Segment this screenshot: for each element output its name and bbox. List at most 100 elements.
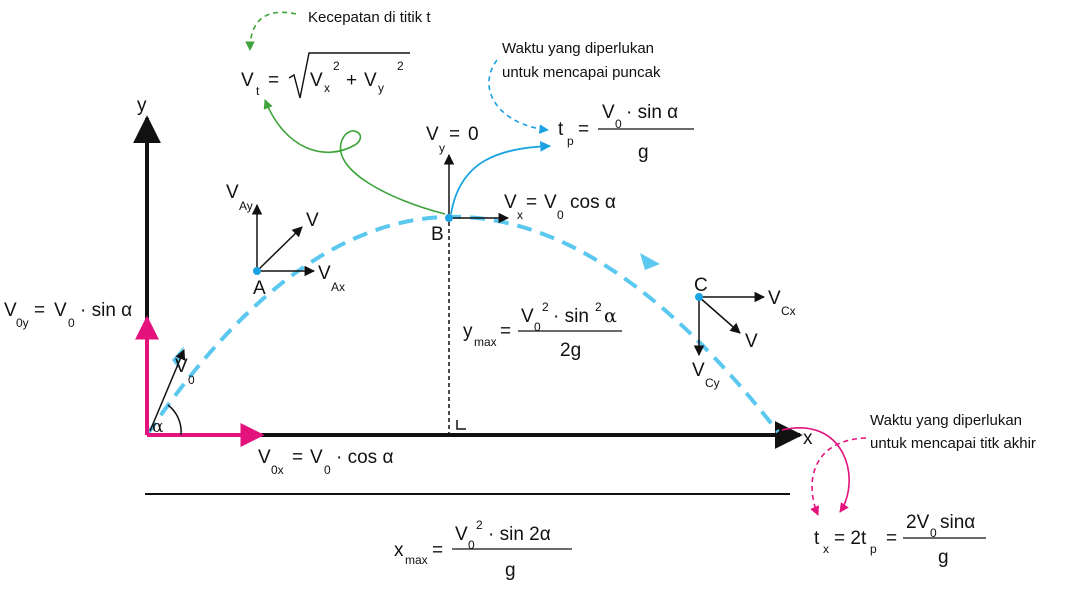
svg-text:2: 2: [476, 518, 483, 532]
svg-text:Cx: Cx: [781, 304, 796, 318]
svg-text:V: V: [521, 306, 534, 327]
svg-text:2V: 2V: [906, 512, 930, 533]
v0y-equation: V 0y = V 0 · sin α: [4, 300, 132, 330]
peak-time-annotation: Waktu yang diperlukan untuk mencapai pun…: [450, 40, 661, 215]
angle-label: α: [152, 417, 164, 437]
svg-text:0: 0: [468, 124, 479, 145]
svg-text:y: y: [463, 321, 473, 342]
svg-text:2: 2: [595, 300, 602, 314]
svg-text:· sin α: · sin α: [80, 300, 132, 321]
tp-equation: t p = V 0 · sin α g: [558, 102, 694, 163]
svg-text:=: =: [578, 119, 589, 140]
svg-text:V: V: [426, 124, 439, 145]
svg-text:t: t: [256, 84, 260, 98]
point-b-label: B: [431, 224, 444, 245]
svg-text:= 2t: = 2t: [834, 528, 867, 549]
svg-text:=: =: [268, 70, 279, 91]
y-axis-label: y: [137, 95, 147, 116]
svg-text:V: V: [455, 524, 468, 545]
vt-equation: V t = V x 2 + V y 2: [241, 52, 410, 99]
svg-text:V: V: [692, 360, 705, 381]
svg-text:2: 2: [397, 59, 404, 73]
svg-text:g: g: [638, 142, 649, 163]
svg-text:0: 0: [557, 208, 564, 222]
point-c-label: C: [694, 275, 708, 296]
point-a-dot: [253, 267, 261, 275]
svg-text:p: p: [870, 542, 877, 556]
svg-text:V: V: [745, 331, 758, 352]
angle-arc: [167, 404, 182, 436]
svg-text:untuk mencapai puncak: untuk mencapai puncak: [502, 64, 661, 81]
point-c-dot: [695, 293, 703, 301]
svg-text:· sin 2α: · sin 2α: [488, 524, 551, 545]
svg-text:untuk mencapai titk akhir: untuk mencapai titk akhir: [870, 435, 1036, 452]
svg-text:Ax: Ax: [331, 280, 345, 294]
trajectory-arrow-right: [640, 253, 660, 270]
svg-text:0: 0: [324, 463, 331, 477]
svg-text:Cy: Cy: [705, 376, 720, 390]
svg-text:V: V: [318, 263, 331, 284]
svg-text:V: V: [364, 70, 377, 91]
svg-text:0: 0: [68, 316, 75, 330]
ymax-equation: y max = V 0 2 · sin 2 α 2g: [463, 300, 622, 361]
point-b-dot: [445, 214, 453, 222]
svg-text:max: max: [474, 335, 497, 349]
end-time-annotation: Waktu yang diperlukan untuk mencapai tit…: [781, 412, 1036, 516]
svg-text:Waktu yang diperlukan: Waktu yang diperlukan: [870, 412, 1022, 429]
svg-text:V: V: [241, 70, 254, 91]
svg-text:=: =: [500, 321, 511, 342]
svg-text:V: V: [504, 192, 517, 213]
svg-text:V: V: [175, 356, 188, 377]
svg-text:0: 0: [930, 526, 937, 540]
svg-text:+: +: [346, 70, 357, 91]
svg-text:y: y: [439, 141, 445, 155]
svg-text:sinα: sinα: [940, 512, 975, 533]
svg-text:Waktu yang diperlukan: Waktu yang diperlukan: [502, 40, 654, 57]
x-axis-label: x: [803, 428, 813, 449]
svg-text:0: 0: [534, 320, 541, 334]
v0-arrow: [149, 349, 186, 432]
svg-text:y: y: [378, 81, 384, 95]
point-b-group: B V y = 0 V x = V 0 cos α: [426, 124, 616, 433]
peak-time-curve: [450, 140, 552, 215]
svg-text:=: =: [34, 300, 45, 321]
svg-text:· cos α: · cos α: [336, 447, 393, 468]
point-a-label: A: [253, 278, 266, 299]
svg-text:=: =: [886, 528, 897, 549]
svg-text:α: α: [604, 305, 617, 327]
xmax-equation: x max = V 0 2 · sin 2α g: [394, 518, 572, 581]
svg-text:2g: 2g: [560, 340, 581, 361]
svg-text:0: 0: [615, 117, 622, 131]
sqrt-sign: [288, 52, 410, 99]
point-a-group: A V Ay V V Ax: [226, 182, 345, 299]
velocity-annotation-text: Kecepatan di titik t: [308, 9, 431, 26]
svg-text:· sin: · sin: [553, 306, 589, 327]
svg-text:V: V: [544, 192, 557, 213]
svg-text:x: x: [324, 81, 330, 95]
end-time-curve: [781, 427, 850, 513]
svg-text:V: V: [54, 300, 67, 321]
svg-text:0x: 0x: [271, 463, 284, 477]
svg-text:Ay: Ay: [239, 199, 253, 213]
svg-text:V: V: [226, 182, 239, 203]
svg-text:x: x: [823, 542, 829, 556]
svg-text:x: x: [394, 540, 404, 561]
svg-text:V: V: [602, 102, 615, 123]
svg-text:V: V: [4, 300, 17, 321]
svg-text:V: V: [258, 447, 271, 468]
svg-text:V: V: [768, 288, 781, 309]
svg-text:=: =: [526, 192, 537, 213]
v0x-equation: V 0x = V 0 · cos α: [258, 447, 393, 477]
svg-text:=: =: [449, 124, 460, 145]
tx-equation: t x = 2t p = 2V 0 sinα g: [814, 512, 986, 568]
point-c-group: C V Cx V V Cy: [692, 275, 796, 390]
svg-text:t: t: [814, 528, 820, 549]
svg-text:· sin α: · sin α: [626, 102, 678, 123]
svg-text:=: =: [292, 447, 303, 468]
svg-text:0y: 0y: [16, 316, 29, 330]
svg-text:x: x: [517, 208, 523, 222]
svg-text:V: V: [306, 210, 319, 231]
svg-text:V: V: [310, 70, 323, 91]
